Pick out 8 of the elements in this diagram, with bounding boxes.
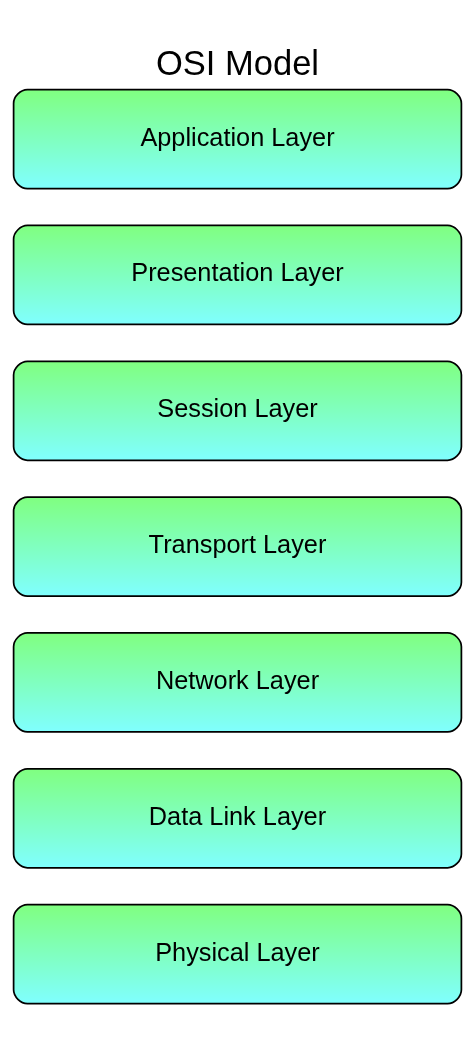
node-box: Network Layer: [12, 631, 462, 733]
node-box: Transport Layer: [12, 495, 462, 597]
node-box: Physical Layer: [12, 903, 462, 1004]
node-box: Application Layer: [12, 88, 462, 189]
node-box: Data Link Layer: [12, 767, 462, 869]
diagram-title: OSI Model: [155, 43, 319, 82]
node-box: Session Layer: [12, 359, 462, 461]
node-box: Presentation Layer: [12, 224, 462, 325]
